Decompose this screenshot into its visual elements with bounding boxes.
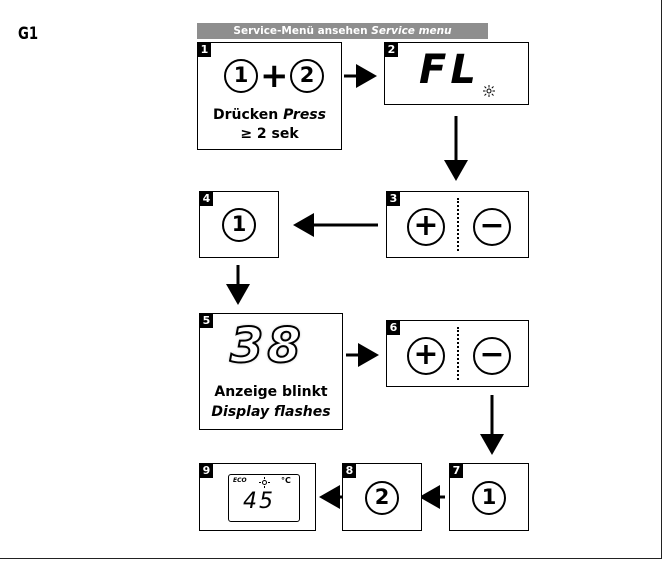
step-4-box: 4 1 — [199, 191, 279, 258]
sun-icon — [259, 477, 270, 488]
unit-label: °C — [281, 476, 291, 485]
display-flashes-label-en: Display flashes — [211, 404, 331, 420]
display-flashes-label: Anzeige blinkt — [214, 384, 328, 400]
step-number: 1 — [198, 43, 211, 57]
plus-sign: + — [260, 56, 289, 96]
step-1-box: 1 1 + 2 Drücken Press ≥ 2 sek — [197, 42, 342, 150]
minus-button-icon: − — [473, 337, 511, 375]
step-5-box: 5 38 Anzeige blinkt Display flashes — [199, 313, 343, 430]
header-banner: Service-Menü ansehen Service menu — [197, 23, 488, 39]
dotted-divider — [457, 198, 459, 251]
button-1-icon: 1 — [222, 208, 256, 242]
dotted-divider — [457, 327, 459, 380]
step-number: 5 — [200, 314, 213, 328]
header-title: Service-Menü ansehen — [233, 25, 368, 37]
button-2-icon: 2 — [290, 59, 324, 93]
display-readout: FL — [419, 47, 480, 93]
step-8-box: 8 2 — [342, 463, 422, 531]
button-2-icon: 2 — [365, 481, 399, 515]
step-3-box: 3 + − — [386, 191, 529, 258]
step-number: 3 — [387, 192, 400, 206]
press-label-en: Press — [283, 107, 326, 123]
step-6-box: 6 + − — [386, 320, 529, 387]
step-9-box: 9 ECO °C 45 — [199, 463, 316, 531]
step-2-box: 2 FL — [384, 42, 529, 105]
eco-indicator: ECO — [233, 477, 247, 484]
step-number: 4 — [200, 192, 213, 206]
step-number: 6 — [387, 321, 400, 335]
step-number: 2 — [385, 43, 398, 57]
button-1-icon: 1 — [224, 59, 258, 93]
figure-label: G1 — [18, 24, 39, 44]
lcd-screen: ECO °C 45 — [228, 474, 300, 522]
step-number: 9 — [200, 464, 213, 478]
flashing-display: 38 — [229, 317, 305, 375]
button-1-icon: 1 — [472, 481, 506, 515]
step-number: 7 — [450, 464, 463, 478]
plus-button-icon: + — [407, 208, 445, 246]
minus-button-icon: − — [473, 208, 511, 246]
sun-icon — [483, 85, 495, 97]
press-label: Drücken — [213, 107, 279, 123]
duration-label: ≥ 2 sek — [240, 126, 299, 142]
temperature-readout: 45 — [243, 489, 275, 514]
plus-button-icon: + — [407, 337, 445, 375]
header-title-en: Service menu — [371, 25, 452, 37]
step-number: 8 — [343, 464, 356, 478]
step-7-box: 7 1 — [449, 463, 529, 531]
